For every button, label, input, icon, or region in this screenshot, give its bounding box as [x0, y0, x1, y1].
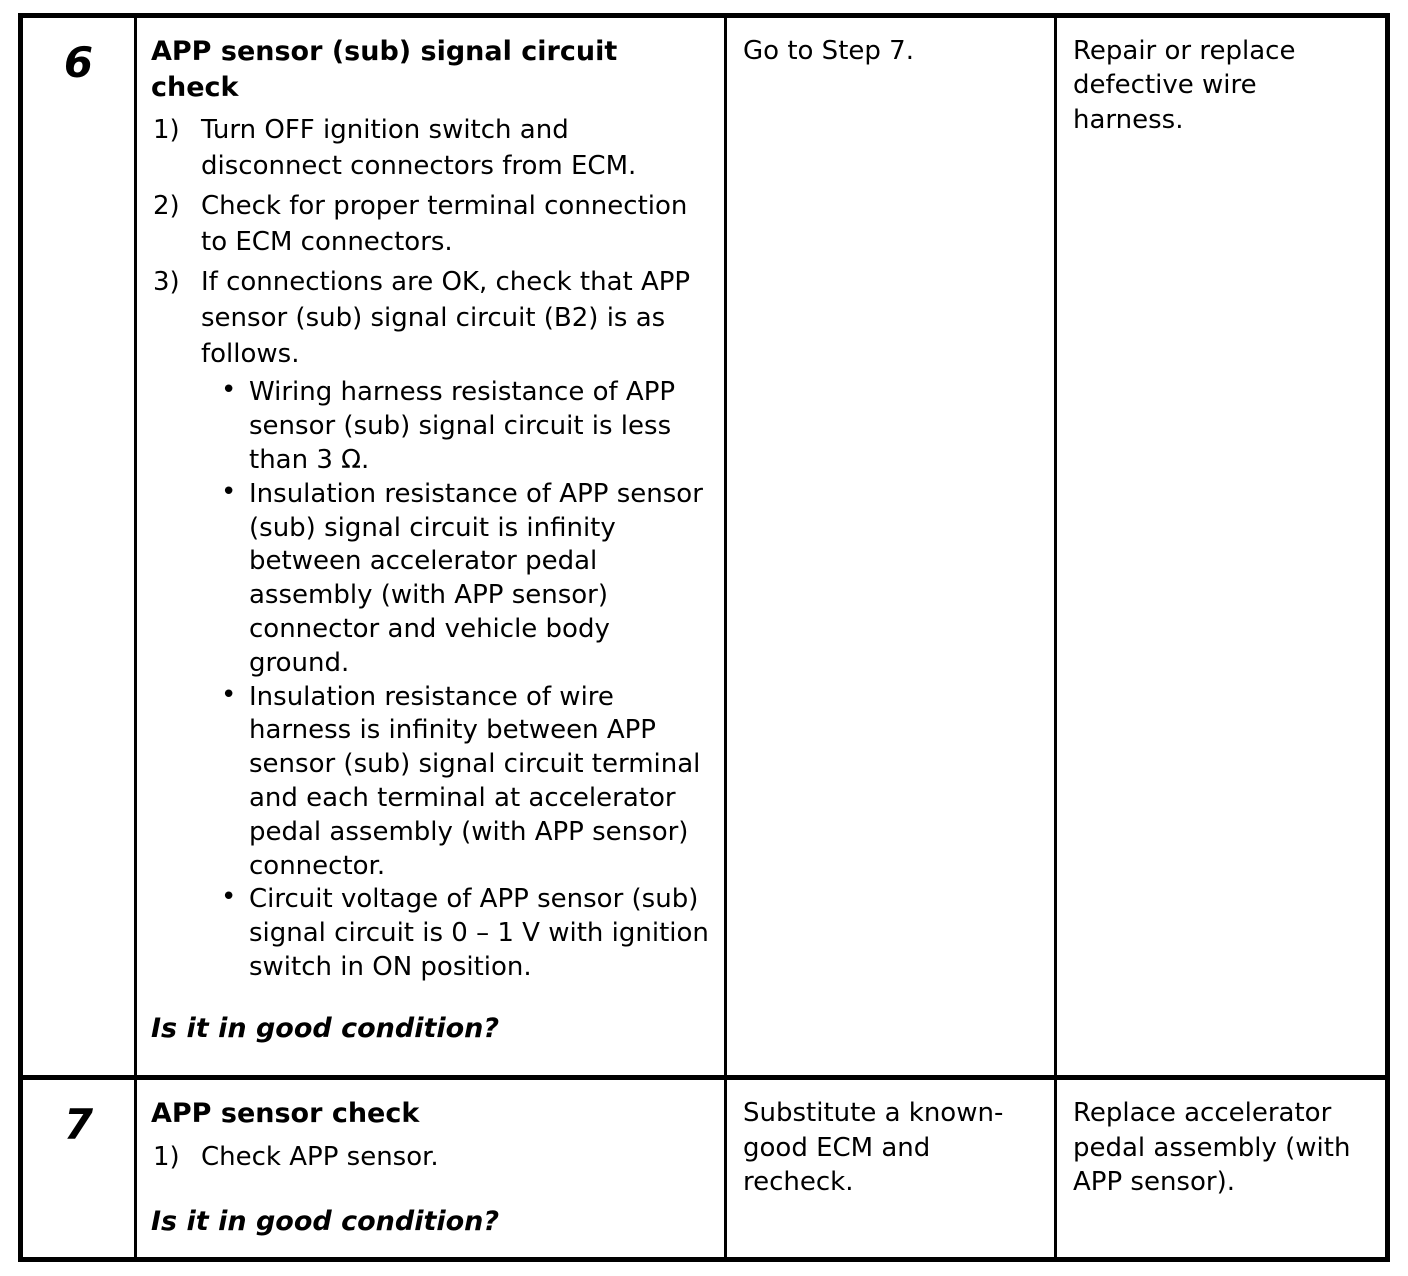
list-text: Check APP sensor.	[201, 1141, 439, 1172]
condition-bullet-list: • Wiring harness resistance of APP senso…	[201, 375, 710, 984]
list-text: Turn OFF ignition switch and disconnect …	[201, 115, 637, 182]
no-result-text: Replace accelerator pedal assembly (with…	[1073, 1098, 1351, 1197]
troubleshooting-table-wrapper: 6 APP sensor (sub) signal circuit check …	[18, 13, 1390, 1262]
no-result-text: Repair or replace defective wire harness…	[1073, 36, 1296, 135]
bullet-text: Wiring harness resistance of APP sensor …	[249, 377, 676, 475]
list-item: 1) Turn OFF ignition switch and disconne…	[151, 113, 710, 185]
step-title: APP sensor (sub) signal circuit check	[151, 36, 618, 103]
yes-result-cell-7: Substitute a known-good ECM and recheck.	[724, 1076, 1057, 1261]
list-item: • Insulation resistance of wire harness …	[201, 679, 710, 884]
bullet-icon: •	[221, 476, 237, 507]
step-question: Is it in good condition?	[151, 1205, 500, 1237]
bullet-icon: •	[221, 882, 237, 913]
yes-result-text: Go to Step 7.	[743, 36, 914, 66]
list-marker: 1)	[153, 115, 180, 146]
action-cell-7: APP sensor check 1) Check APP sensor. Is…	[134, 1076, 727, 1261]
list-text: If connections are OK, check that APP se…	[201, 266, 691, 369]
bullet-text: Circuit voltage of APP sensor (sub) sign…	[249, 884, 709, 982]
list-marker: 3)	[153, 266, 180, 297]
yes-result-cell-6: Go to Step 7.	[724, 13, 1057, 1081]
list-item: • Wiring harness resistance of APP senso…	[201, 375, 710, 477]
numbered-step-list: 1) Turn OFF ignition switch and disconne…	[151, 113, 710, 984]
list-item: • Circuit voltage of APP sensor (sub) si…	[201, 882, 710, 984]
step-title: APP sensor check	[151, 1098, 420, 1130]
step-number-cell-7: 7	[19, 1076, 137, 1261]
step-number: 6	[63, 38, 94, 87]
list-marker: 1)	[153, 1141, 180, 1172]
bullet-text: Insulation resistance of APP sensor (sub…	[249, 478, 703, 678]
list-item: • Insulation resistance of APP sensor (s…	[201, 476, 710, 681]
no-result-cell-7: Replace accelerator pedal assembly (with…	[1054, 1076, 1389, 1261]
step-question: Is it in good condition?	[151, 1012, 500, 1044]
list-marker: 2)	[153, 191, 180, 221]
bullet-icon: •	[221, 375, 237, 406]
no-result-cell-6: Repair or replace defective wire harness…	[1054, 13, 1389, 1081]
list-item: 2) Check for proper terminal connection …	[151, 189, 710, 261]
numbered-step-list: 1) Check APP sensor.	[151, 1140, 710, 1176]
list-text: Check for proper terminal connection to …	[201, 191, 688, 257]
list-item: 3) If connections are OK, check that APP…	[151, 265, 710, 985]
table-row: 7 APP sensor check 1) Check APP sensor. …	[19, 1076, 1389, 1261]
troubleshooting-flow-table: 6 APP sensor (sub) signal circuit check …	[18, 13, 1390, 1262]
list-item: 1) Check APP sensor.	[151, 1140, 710, 1176]
bullet-text: Insulation resistance of wire harness is…	[249, 681, 701, 881]
step-number: 7	[63, 1100, 94, 1150]
table-row: 6 APP sensor (sub) signal circuit check …	[19, 13, 1389, 1081]
action-cell-6: APP sensor (sub) signal circuit check 1)…	[134, 13, 727, 1081]
step-number-cell-6: 6	[19, 13, 137, 1081]
bullet-icon: •	[221, 679, 237, 710]
yes-result-text: Substitute a known-good ECM and recheck.	[743, 1098, 1004, 1197]
